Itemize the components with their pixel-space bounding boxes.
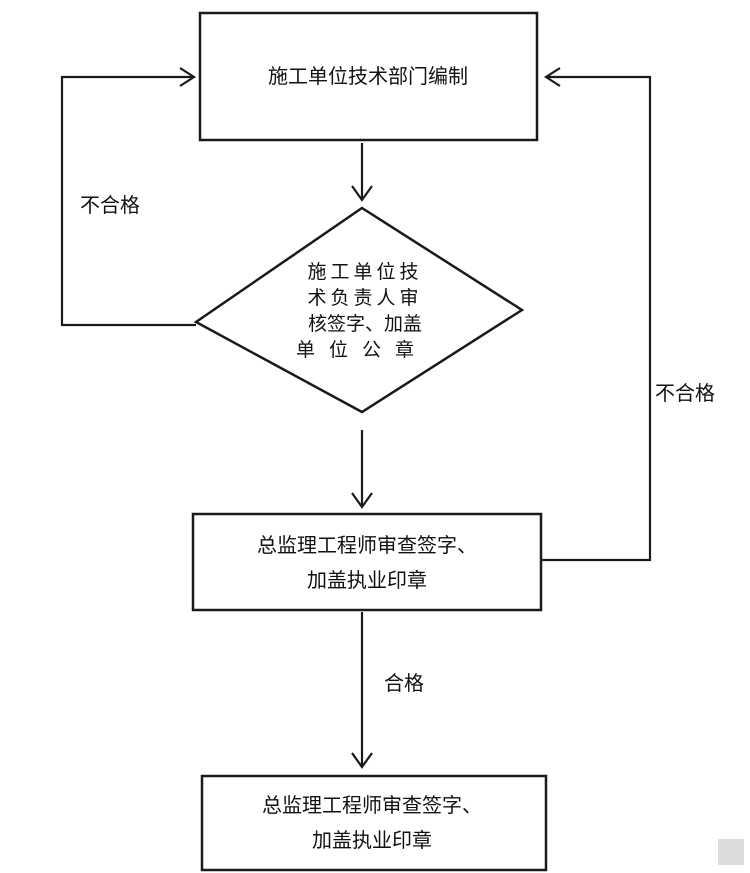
edge-label-pass: 合格 (384, 671, 424, 695)
node-review-diamond (193, 206, 525, 414)
node-compile: 施工单位技术部门编制 (198, 11, 539, 142)
edge-review-fail-back: 不合格 (60, 67, 197, 327)
node-compile-label: 施工单位技术部门编制 (268, 64, 468, 88)
corner-mark (718, 839, 744, 865)
node-review-line-2: 术负责人审 (307, 287, 422, 309)
arrowhead-right-icon (179, 67, 197, 87)
node-supervisor-review-line-2: 加盖执业印章 (307, 568, 427, 592)
node-review-line-1: 施工单位技 (307, 261, 422, 283)
node-final-box (200, 774, 548, 872)
edge-supervisor-pass: 合格 (351, 612, 424, 769)
arrowhead-down-icon (351, 492, 373, 509)
node-supervisor-review-box (191, 512, 543, 612)
node-review: 施工单位技 术负责人审 核签字、加盖 单位公章 (193, 206, 525, 414)
node-final: 总监理工程师审查签字、 加盖执业印章 (200, 774, 548, 872)
node-supervisor-review-line-1: 总监理工程师审查签字、 (257, 533, 477, 557)
arrowhead-left-icon (543, 67, 561, 87)
arrowhead-down-icon (351, 185, 373, 202)
edge-review-to-supervisor (351, 430, 373, 509)
node-supervisor-review: 总监理工程师审查签字、 加盖执业印章 (191, 512, 543, 612)
node-final-line-1: 总监理工程师审查签字、 (262, 793, 482, 817)
node-final-line-2: 加盖执业印章 (312, 828, 432, 852)
edge-supervisor-fail-back: 不合格 (541, 67, 715, 562)
edge-label-fail-right: 不合格 (655, 381, 715, 405)
node-review-line-3: 核签字、加盖 (308, 313, 422, 335)
arrowhead-down-icon (351, 752, 373, 769)
edge-compile-to-review (351, 143, 373, 202)
edge-label-fail-left: 不合格 (80, 193, 140, 217)
node-review-line-4: 单位公章 (296, 339, 428, 361)
node-compile-box (198, 11, 539, 142)
